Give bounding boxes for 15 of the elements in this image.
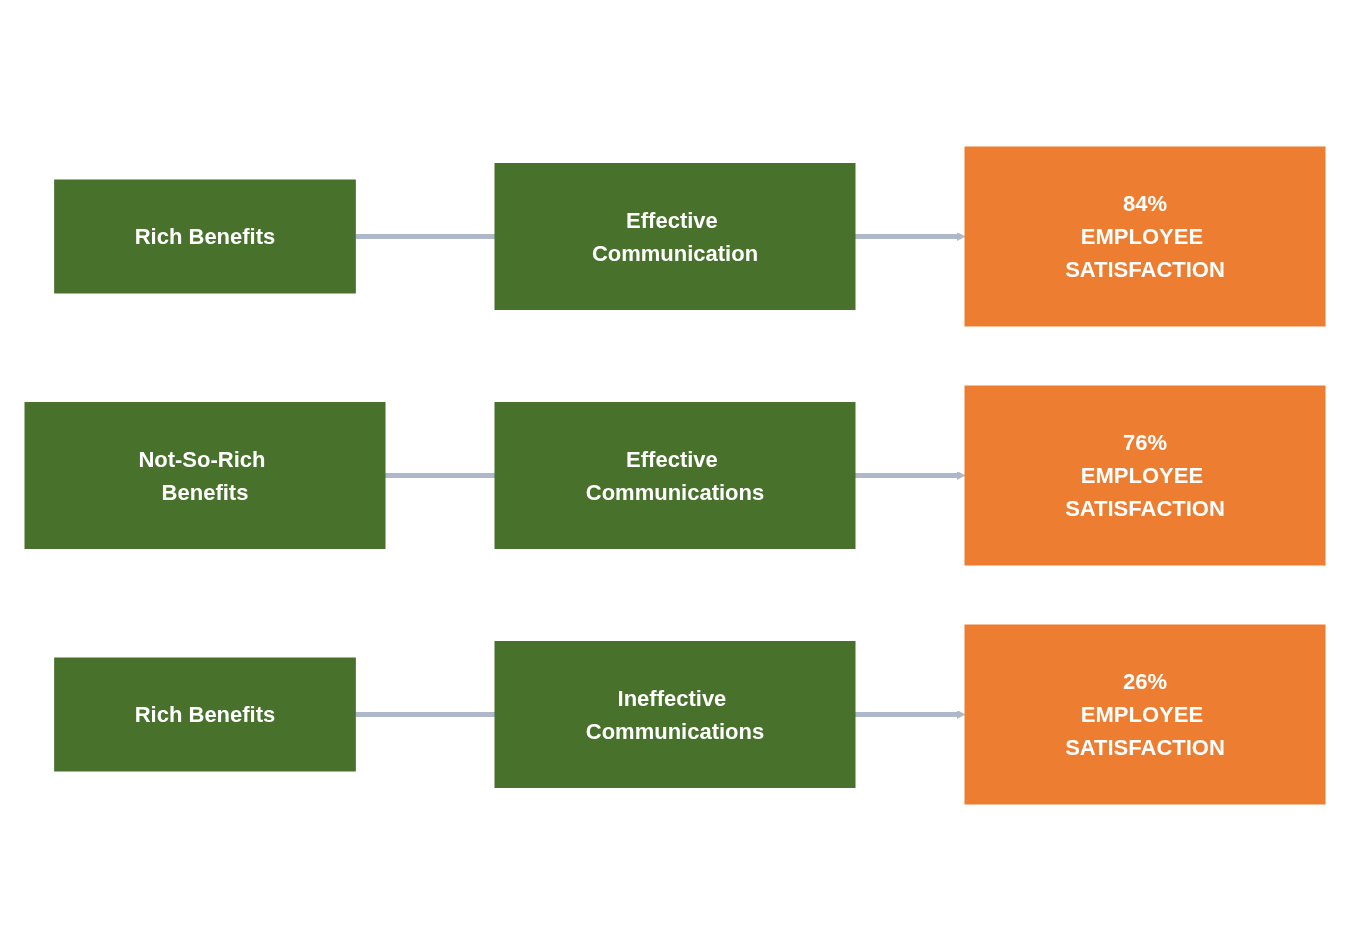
connector <box>385 473 495 478</box>
arrow <box>855 471 966 480</box>
node-box: Rich Benefits <box>54 657 356 772</box>
connector <box>355 234 495 239</box>
node-box: Ineffective Communications <box>494 641 856 788</box>
node-box: 26% EMPLOYEE SATISFACTION <box>964 624 1326 805</box>
connector <box>355 712 495 717</box>
arrow <box>855 232 966 241</box>
arrow <box>855 710 966 719</box>
node-box: Effective Communications <box>494 402 856 549</box>
node-box: Rich Benefits <box>54 179 356 294</box>
node-box: Not-So-Rich Benefits <box>24 402 386 549</box>
node-box: 76% EMPLOYEE SATISFACTION <box>964 385 1326 566</box>
node-box: Effective Communication <box>494 163 856 310</box>
node-box: 84% EMPLOYEE SATISFACTION <box>964 146 1326 327</box>
